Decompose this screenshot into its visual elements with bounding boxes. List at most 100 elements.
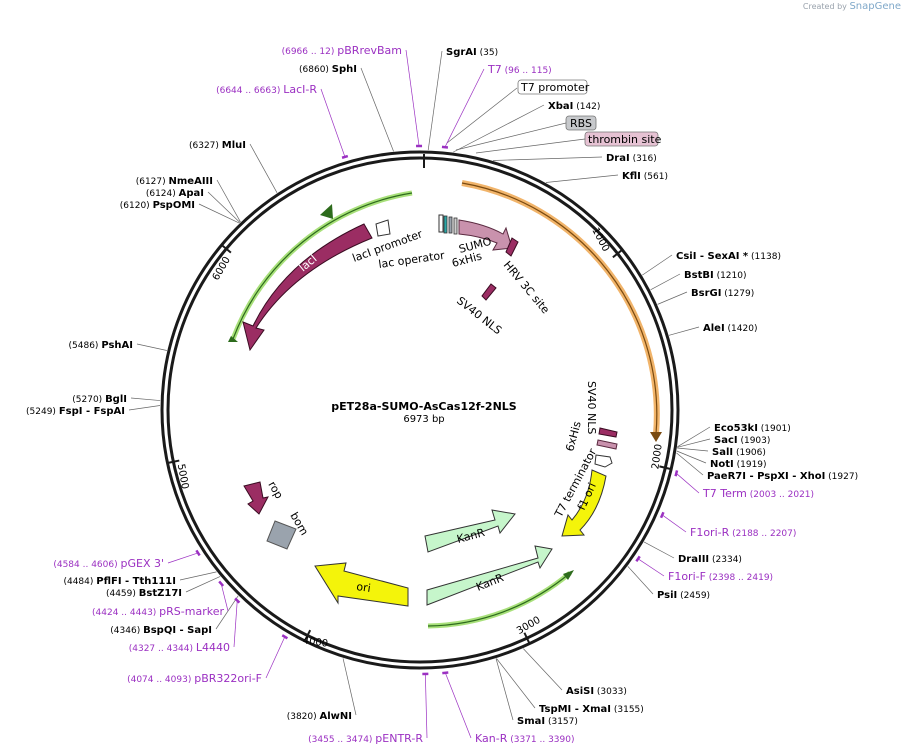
primer-label: (3455 .. 3474) pENTR-R xyxy=(308,732,423,745)
plasmid-size: 6973 bp xyxy=(403,414,444,425)
enzyme-leader xyxy=(677,426,711,448)
boxed-label-thrombin: thrombin site xyxy=(584,131,662,147)
primer-label: F1ori-F (2398 .. 2419) xyxy=(668,570,773,583)
enzyme-label: PsiI (2459) xyxy=(657,590,710,601)
enzyme-label: (6124) ApaI xyxy=(146,188,204,199)
enzyme-leader xyxy=(342,658,357,716)
enzyme-leader xyxy=(215,595,239,630)
enzyme-label: SacI (1903) xyxy=(714,435,770,446)
boxed-label-t7-promoter: T7 promoter xyxy=(517,79,590,95)
feature-ori-shape xyxy=(314,562,409,607)
enzyme-leader xyxy=(179,571,217,581)
enzyme-leader xyxy=(198,203,240,224)
boxed-label-t7-promoter-text: T7 promoter xyxy=(520,81,590,94)
enzyme-leader xyxy=(136,343,167,351)
feature-label-6xhis-1: 6xHis xyxy=(450,249,483,270)
feature-label-sv40nls-1: SV40 NLS xyxy=(454,294,504,337)
enzyme-label: Eco53kI (1901) xyxy=(714,423,791,434)
primer-label: (4424 .. 4443) pRS-marker xyxy=(92,605,224,618)
enzyme-label: DraI (316) xyxy=(606,153,657,164)
enzyme-leader xyxy=(657,291,688,305)
annotations: SgrAI (35) XbaI (142) DraI (316) KflI (561)… xyxy=(26,44,858,745)
orf-arc-cas12f-core xyxy=(461,182,658,435)
enzyme-leader xyxy=(676,452,704,476)
enzyme-label: SgrAI (35) xyxy=(446,47,498,58)
enzyme-label: (3820) AlwNI xyxy=(287,711,352,722)
enzyme-leader xyxy=(676,450,707,464)
tick-mark xyxy=(659,465,672,471)
tick-mark xyxy=(612,249,623,259)
enzyme-label: PaeR7I - PspXI - XhoI (1927) xyxy=(707,471,858,482)
orf-arc-laci-head-top xyxy=(320,204,333,219)
primer-label: (6966 .. 12) pBRrevBam xyxy=(282,44,402,57)
enzyme-leader xyxy=(493,156,603,161)
feature-rbs-shape xyxy=(448,216,453,234)
enzyme-label: (5486) PshAI xyxy=(69,340,133,351)
enzyme-leader xyxy=(427,50,443,151)
enzyme-leader xyxy=(650,273,681,291)
enzyme-leader xyxy=(207,191,241,223)
primer-leader xyxy=(265,636,286,679)
tick-label: 5000 xyxy=(175,463,190,490)
enzyme-leader xyxy=(453,104,545,153)
feature-6xhis-shape xyxy=(453,217,458,235)
primer-label: (6644 .. 6663) LacI-R xyxy=(216,83,317,96)
enzyme-leader xyxy=(668,326,700,336)
enzyme-label: KflI (561) xyxy=(622,171,668,182)
orf-arc-kanr-head xyxy=(563,570,574,580)
feature-kanr-1-shape xyxy=(424,509,516,553)
tick-mark xyxy=(303,629,312,642)
feature-t7-promoter-shape xyxy=(443,215,448,234)
enzyme-leader xyxy=(128,405,161,411)
primer-label: F1ori-R (2188 .. 2207) xyxy=(690,526,796,539)
boxed-label-rbs: RBS xyxy=(565,115,597,131)
feature-laci-shape xyxy=(242,223,373,352)
feature-kanr-2-shape xyxy=(426,545,553,606)
primer-leader xyxy=(444,672,472,739)
primer-label: Kan-R (3371 .. 3390) xyxy=(475,732,575,745)
enzyme-leader xyxy=(249,143,278,193)
enzyme-leader xyxy=(130,397,161,401)
enzyme-label: NotI (1919) xyxy=(710,459,767,470)
snapgene-credit: Created by SnapGene xyxy=(803,1,901,12)
feature-label-sv40nls-2: SV40 NLS xyxy=(585,381,598,434)
primer-label: T7 Term (2003 .. 2021) xyxy=(702,487,814,500)
feature-sv40nls-1-shape xyxy=(481,283,497,301)
enzyme-leader xyxy=(185,576,221,593)
primer-mark xyxy=(441,145,449,149)
primer-label: (4327 .. 4344) L4440 xyxy=(129,641,230,654)
enzyme-label: BsrGI (1279) xyxy=(691,288,754,299)
credit-prefix: Created by xyxy=(802,2,847,11)
feature-6xhis-2-shape xyxy=(596,439,618,450)
tick-mark xyxy=(221,244,232,254)
thrombin-leader xyxy=(475,138,586,154)
feature-sv40nls-2-shape xyxy=(598,427,618,438)
snapgene-logo: SnapGene xyxy=(849,1,901,12)
feature-label-kanr-2: KanR xyxy=(474,571,506,594)
enzyme-label: CsiI - SexAI * (1138) xyxy=(676,251,781,262)
primer-mark xyxy=(341,154,349,159)
feature-hrv3c-shape xyxy=(505,237,519,257)
enzyme-leader xyxy=(360,67,394,152)
primer-leader xyxy=(662,514,687,533)
enzyme-leader xyxy=(495,658,514,721)
enzyme-label: XbaI (142) xyxy=(548,101,600,112)
primer-leader xyxy=(444,68,485,148)
enzyme-label: (5249) FspI - FspAI xyxy=(26,406,125,417)
primer-mark xyxy=(442,671,449,675)
enzyme-leader xyxy=(523,648,563,691)
enzyme-label: TspMI - XmaI (3155) xyxy=(539,704,644,715)
tick-mark xyxy=(523,632,531,645)
orf-arc-cas12f xyxy=(461,180,660,435)
enzyme-leader xyxy=(627,566,654,595)
orf-arc-cas12f-head xyxy=(650,432,662,442)
boxed-label-rbs-text: RBS xyxy=(570,117,592,130)
tick-label: 2000 xyxy=(650,443,664,470)
feature-label-6xhis-2: 6xHis xyxy=(563,420,584,453)
enzyme-label: (6327) MluI xyxy=(189,140,246,151)
primer-label: (4584 .. 4606) pGEX 3' xyxy=(53,557,164,570)
plasmid-name: pET28a-SUMO-AsCas12f-2NLS xyxy=(331,400,517,413)
primer-leader xyxy=(405,49,420,147)
primer-label: (4074 .. 4093) pBR322ori-F xyxy=(127,672,262,685)
enzyme-leader xyxy=(642,254,673,276)
